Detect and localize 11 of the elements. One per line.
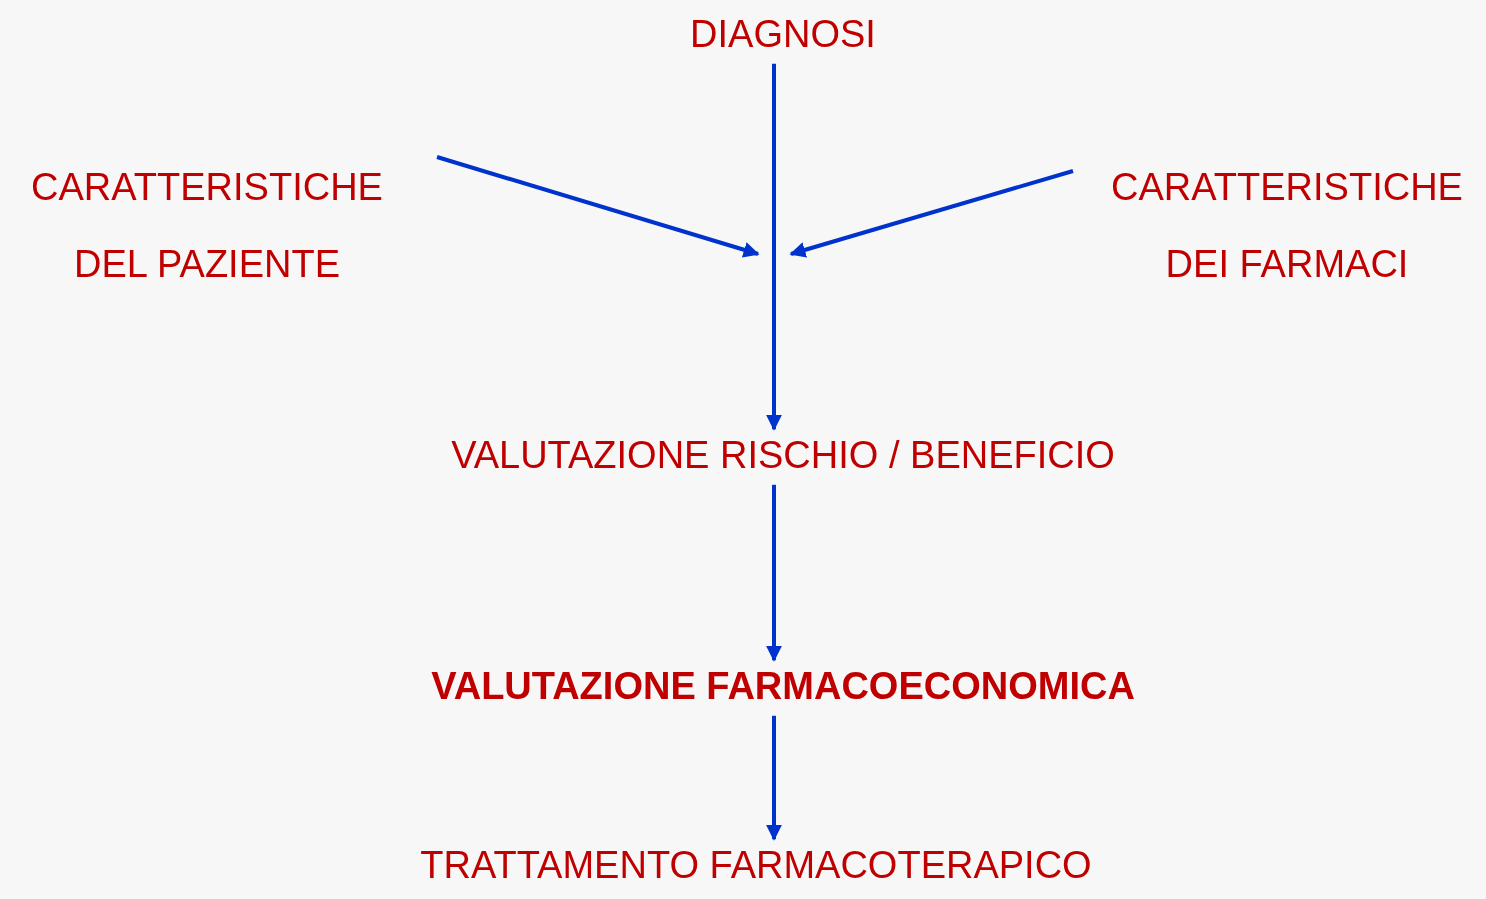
flow-step-text: TRATTAMENTO FARMACOTERAPICO	[420, 843, 1092, 889]
flow-step-text: CARATTERISTICHE DEL PAZIENTE	[0, 149, 417, 303]
arrow	[766, 484, 782, 662]
flow-step-text: VALUTAZIONE FARMACOECONOMICA	[431, 664, 1135, 710]
flow-step-text: VALUTAZIONE RISCHIO / BENEFICIO	[451, 433, 1115, 479]
flow-step-text: CARATTERISTICHE DEI FARMACI	[1087, 149, 1486, 303]
arrow	[766, 715, 782, 841]
arrow	[766, 63, 782, 431]
arrow	[789, 169, 1074, 258]
arrow	[436, 155, 760, 258]
flow-step-text: DIAGNOSI	[690, 12, 876, 58]
